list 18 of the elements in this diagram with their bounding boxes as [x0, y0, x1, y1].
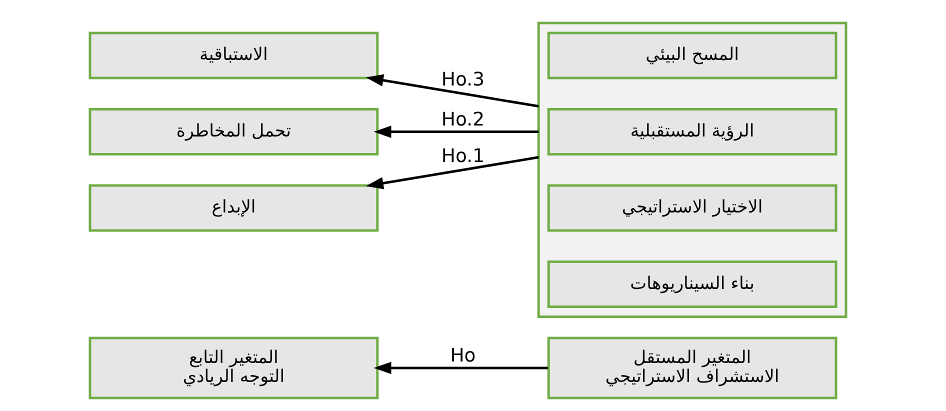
node-box: بناء السيناريوهات: [547, 260, 838, 308]
arrow: [366, 74, 539, 108]
edge-label: Ho: [450, 346, 476, 367]
cluster: [537, 22, 848, 318]
arrow: [366, 156, 539, 190]
node-box: الإبداع: [88, 184, 379, 232]
edge-label: Ho.2: [441, 110, 485, 131]
node-box: المسح البيئي: [547, 32, 838, 80]
node-box: المتغير المستقل الاستشراف الاستراتيجي: [547, 336, 838, 400]
edge-label: Ho.3: [441, 70, 485, 91]
node-box: الرؤية المستقبلية: [547, 108, 838, 156]
node-box: المتغير التابع التوجه الريادي: [88, 336, 379, 400]
edge-label: Ho.1: [441, 146, 485, 167]
arrow: [374, 362, 548, 374]
arrow: [374, 126, 539, 138]
node-box: الاختيار الاستراتيجي: [547, 184, 838, 232]
node-box: تحمل المخاطرة: [88, 108, 379, 156]
node-box: الاستباقية: [88, 32, 379, 80]
